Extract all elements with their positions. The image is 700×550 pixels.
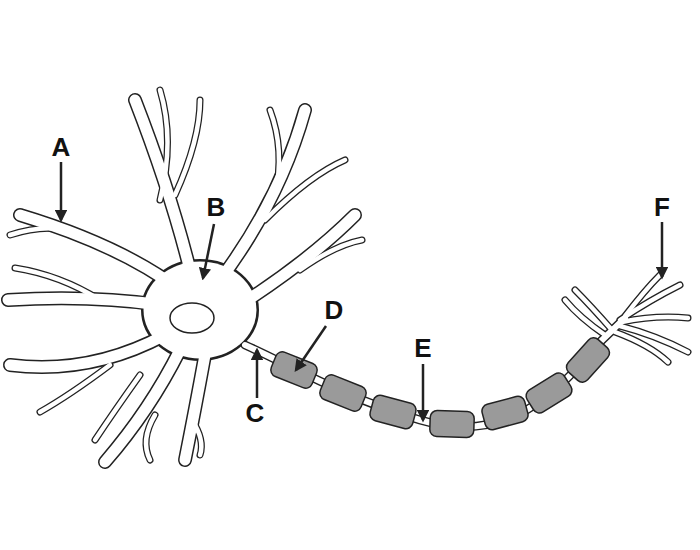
part-label: E bbox=[414, 335, 431, 361]
part-label: C bbox=[246, 400, 265, 426]
dendrite bbox=[300, 240, 362, 270]
myelin-segment bbox=[430, 410, 475, 438]
terminal-branch bbox=[615, 332, 668, 362]
neuron-outline bbox=[8, 90, 688, 462]
dendrite bbox=[146, 415, 155, 460]
nucleus bbox=[170, 303, 214, 333]
myelin-segment bbox=[480, 395, 529, 432]
dendrite bbox=[192, 420, 201, 455]
dendrite bbox=[270, 110, 279, 195]
dendrite-branches-fill bbox=[10, 90, 362, 460]
dendrite bbox=[146, 415, 155, 460]
terminal-branch bbox=[625, 275, 660, 316]
myelin-segment bbox=[523, 370, 574, 415]
leader-arrow bbox=[203, 224, 214, 278]
dendrite-branches bbox=[10, 90, 362, 460]
myelin-segment bbox=[564, 335, 613, 385]
dendrite-trunks bbox=[8, 100, 355, 462]
dendrite-trunks-fill bbox=[8, 100, 355, 462]
dendrite bbox=[95, 375, 140, 440]
myelin-sheath bbox=[269, 335, 613, 438]
terminal-branch bbox=[622, 317, 688, 322]
dendrite bbox=[175, 100, 200, 195]
part-label: A bbox=[52, 134, 71, 160]
leader-arrow bbox=[296, 326, 326, 370]
terminal-branch bbox=[625, 275, 660, 316]
dendrite bbox=[10, 335, 165, 367]
dendrite bbox=[185, 355, 205, 460]
myelin-segment bbox=[318, 373, 369, 414]
terminal-branch bbox=[620, 285, 680, 320]
dendrite bbox=[10, 335, 165, 367]
part-label: F bbox=[654, 194, 670, 220]
leader-arrow bbox=[60, 162, 63, 220]
terminal-branch bbox=[615, 332, 668, 362]
terminal-branch bbox=[575, 290, 612, 330]
part-label: D bbox=[325, 297, 344, 323]
dendrite bbox=[10, 228, 90, 238]
part-label: B bbox=[207, 194, 226, 220]
dendrite bbox=[15, 268, 100, 300]
cell-body bbox=[144, 262, 257, 359]
dendrite bbox=[8, 298, 160, 305]
dendrite bbox=[240, 215, 355, 305]
dendrite bbox=[40, 365, 110, 412]
neuron-fill bbox=[8, 90, 688, 462]
terminal-branch bbox=[622, 317, 688, 322]
dendrite bbox=[175, 100, 200, 195]
leader-arrow bbox=[661, 222, 664, 277]
leader-arrow bbox=[422, 364, 425, 420]
leader-arrows bbox=[61, 162, 662, 420]
myelin-segment bbox=[269, 350, 320, 391]
leader-arrow bbox=[256, 350, 259, 398]
myelin-segment bbox=[368, 394, 417, 431]
dendrite bbox=[160, 90, 168, 200]
dendrite bbox=[8, 298, 160, 305]
dendrite bbox=[185, 355, 205, 460]
